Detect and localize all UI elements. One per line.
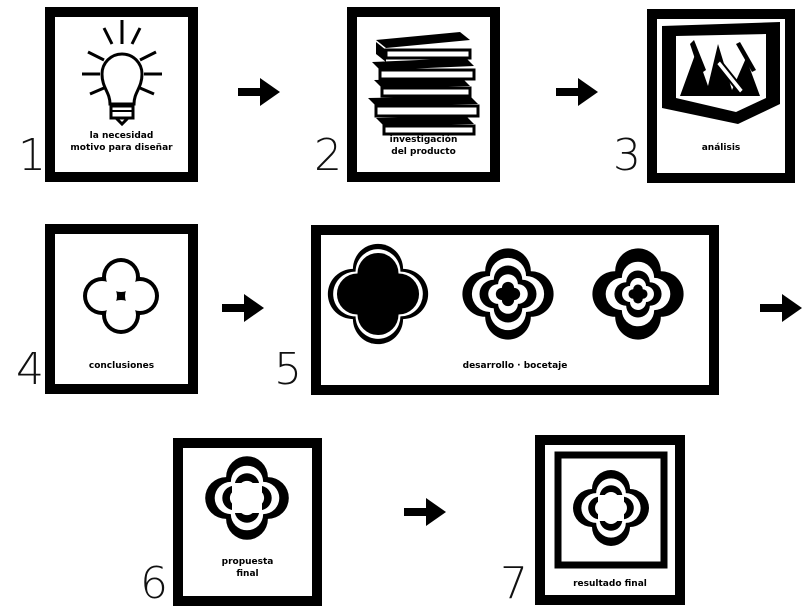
step-3-box	[647, 9, 795, 183]
analysis-icon	[662, 22, 780, 124]
step-4-caption: conclusiones	[60, 360, 183, 372]
step-5-box	[311, 225, 719, 395]
step-6-caption: propuesta final	[188, 556, 307, 580]
step-7-caption: resultado final	[550, 578, 670, 590]
arrow-6-to-7	[404, 498, 446, 526]
arrow-2-to-3	[556, 78, 598, 106]
lightbulb-icon	[82, 20, 162, 127]
step-1-caption-line-1: la necesidad	[89, 131, 154, 141]
step-1-caption: la necesidad motivo para diseñar	[60, 130, 183, 154]
step-6-caption-line-1: propuesta	[221, 557, 274, 567]
arrow-1-to-2	[238, 78, 280, 106]
step-5-caption: desarrollo · bocetaje	[326, 360, 704, 372]
step-5-number: 5	[274, 344, 302, 395]
step-7-box	[535, 435, 685, 605]
step-4-caption-line-1: conclusiones	[88, 361, 155, 371]
step-6-number: 6	[140, 558, 168, 609]
books-icon	[368, 32, 480, 136]
arrow-5-to-6	[760, 294, 802, 322]
step-6-caption-line-2: final	[236, 569, 259, 580]
step-3-number: 3	[613, 130, 641, 181]
step-7-caption-line-1: resultado final	[573, 579, 647, 589]
final-shape-icon	[554, 451, 668, 569]
step-7-number: 7	[500, 558, 528, 609]
step-2-caption-line-1: investigación	[389, 135, 458, 145]
step-5-caption-line-1: desarrollo · bocetaje	[462, 361, 568, 371]
proposal-shape-icon	[205, 456, 289, 540]
step-2-caption: investigación del producto	[362, 134, 485, 158]
step-4-box	[45, 224, 198, 394]
step-4-number: 4	[16, 344, 44, 395]
arrow-4-to-5	[222, 294, 264, 322]
step-2-box	[347, 7, 500, 182]
step-1-caption-line-2: motivo para diseñar	[70, 143, 173, 154]
step-1-number: 1	[18, 130, 46, 181]
step-2-caption-line-2: del producto	[391, 147, 456, 158]
step-2-number: 2	[314, 130, 342, 181]
step-6-box	[173, 438, 322, 606]
four-circles-icon	[83, 258, 159, 334]
step-3-caption-line-1: análisis	[701, 143, 741, 153]
sketch-shapes-icon	[327, 243, 684, 345]
step-3-caption: análisis	[662, 142, 780, 154]
step-1-box	[45, 7, 198, 182]
